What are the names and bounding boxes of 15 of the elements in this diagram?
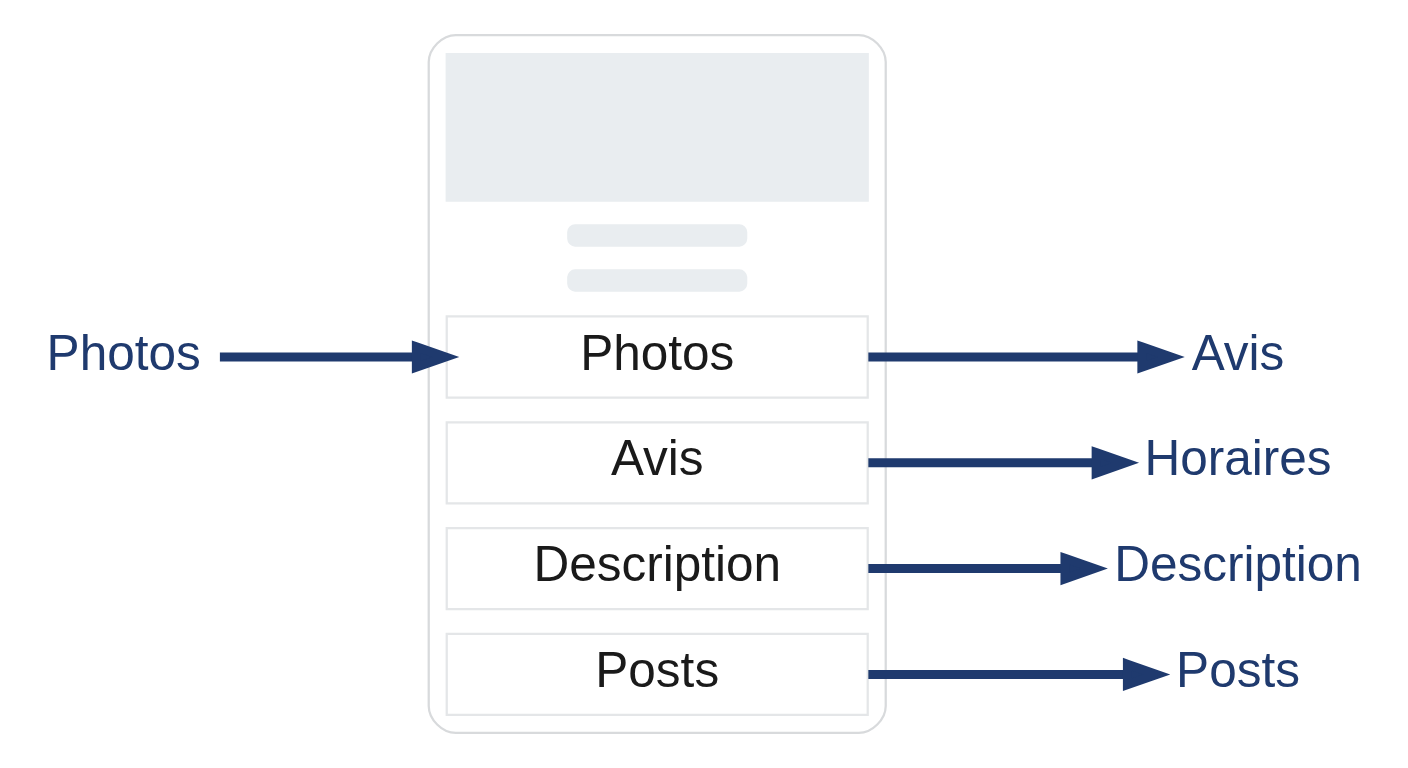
arrow <box>219 340 459 374</box>
arrow <box>867 340 1185 374</box>
node-text: Horaires <box>1143 430 1332 486</box>
node-text: Description <box>1113 536 1362 592</box>
arrow <box>867 657 1170 691</box>
node-box: Description <box>445 526 869 611</box>
cluster <box>427 33 887 735</box>
node-box: Avis <box>445 421 869 505</box>
node-box: Photos <box>445 315 869 399</box>
arrow <box>867 552 1108 586</box>
node-box: Posts <box>445 632 869 717</box>
node-text: Avis <box>1191 324 1284 380</box>
node-text: Photos <box>46 324 201 380</box>
arrow <box>867 446 1139 480</box>
node-text: Posts <box>1175 642 1300 698</box>
